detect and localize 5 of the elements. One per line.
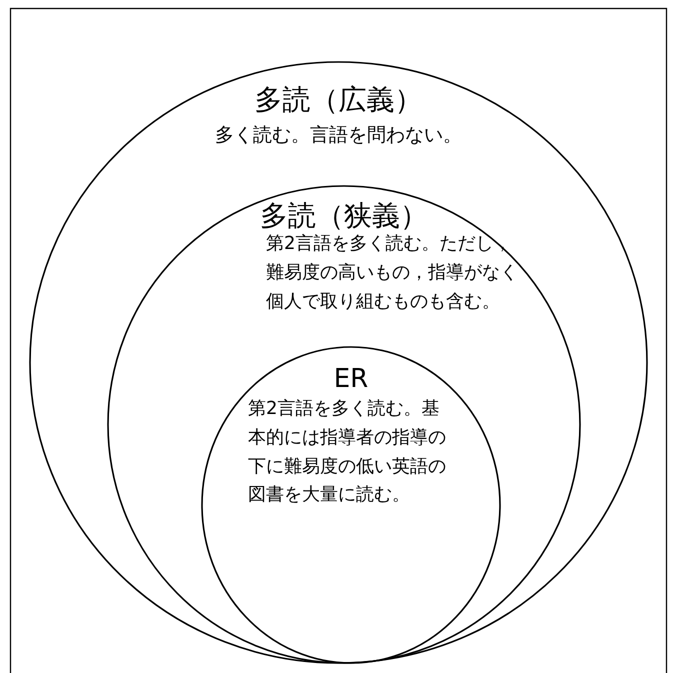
set-title: ER xyxy=(334,363,368,396)
set-title: 多読（広義） xyxy=(254,82,422,118)
set-title: 多読（狭義） xyxy=(260,198,428,234)
set-description: 多く読む。言語を問わない。 xyxy=(215,123,462,148)
set-description: 第2言語を多く読む。基本的には指導者の指導の下に難易度の低い英語の図書を大量に読む。 xyxy=(248,397,447,508)
